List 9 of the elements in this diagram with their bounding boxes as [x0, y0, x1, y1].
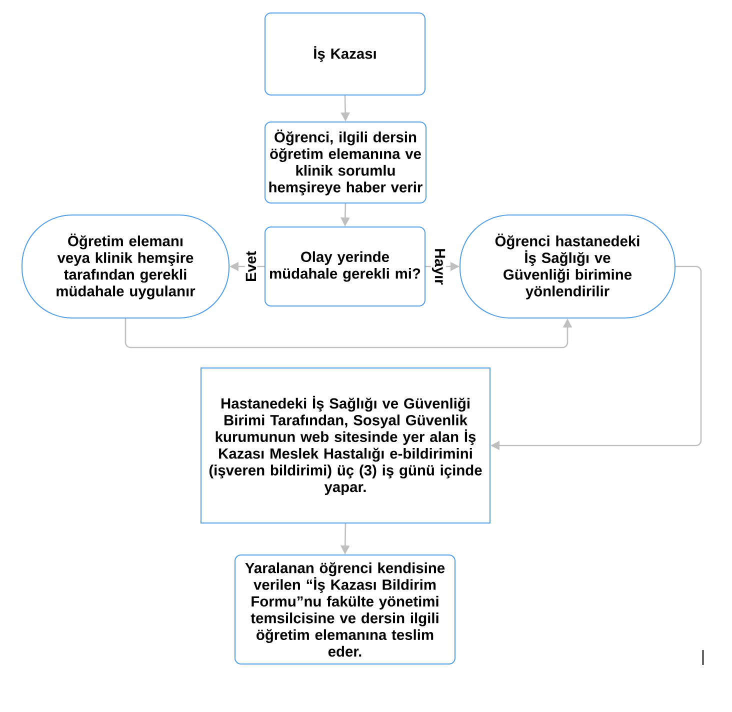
decision-box: Olay yerinde müdahale gerekli mi? — [264, 226, 426, 306]
process-box: Öğrenci, ilgili dersin öğretim elemanına ve klinik sorumlu hemşireye haber verir — [264, 122, 426, 204]
process-box: İş Kazası — [264, 12, 426, 96]
terminator-box: Öğrenci hastanedeki İş Sağlığı ve Güvenliği birimine yönlendirilir — [460, 214, 676, 318]
process-box: Hastanedeki İş Sağlığı ve Güvenliği Birimi Tarafından, Sosyal Güvenlik kurumunun web sitesinde yer alan İş Kazası Meslek Hastalığı e-bildirimini (işveren bildirimi) üç (3) iş günü içinde yapar. — [200, 368, 490, 524]
terminator-box: Öğretim elemanı veya klinik hemşire tarafından gerekli müdahale uygulanır — [22, 214, 230, 318]
edge-label: Hayır — [430, 247, 446, 286]
process-box: Yaralanan öğrenci kendisine verilen “İş Kazası Bildirim Formu”nu fakülte yönetimi temsilcisine ve dersin ilgili öğretim elemanına teslim eder. — [234, 554, 456, 664]
edge-label: Evet — [244, 250, 258, 284]
